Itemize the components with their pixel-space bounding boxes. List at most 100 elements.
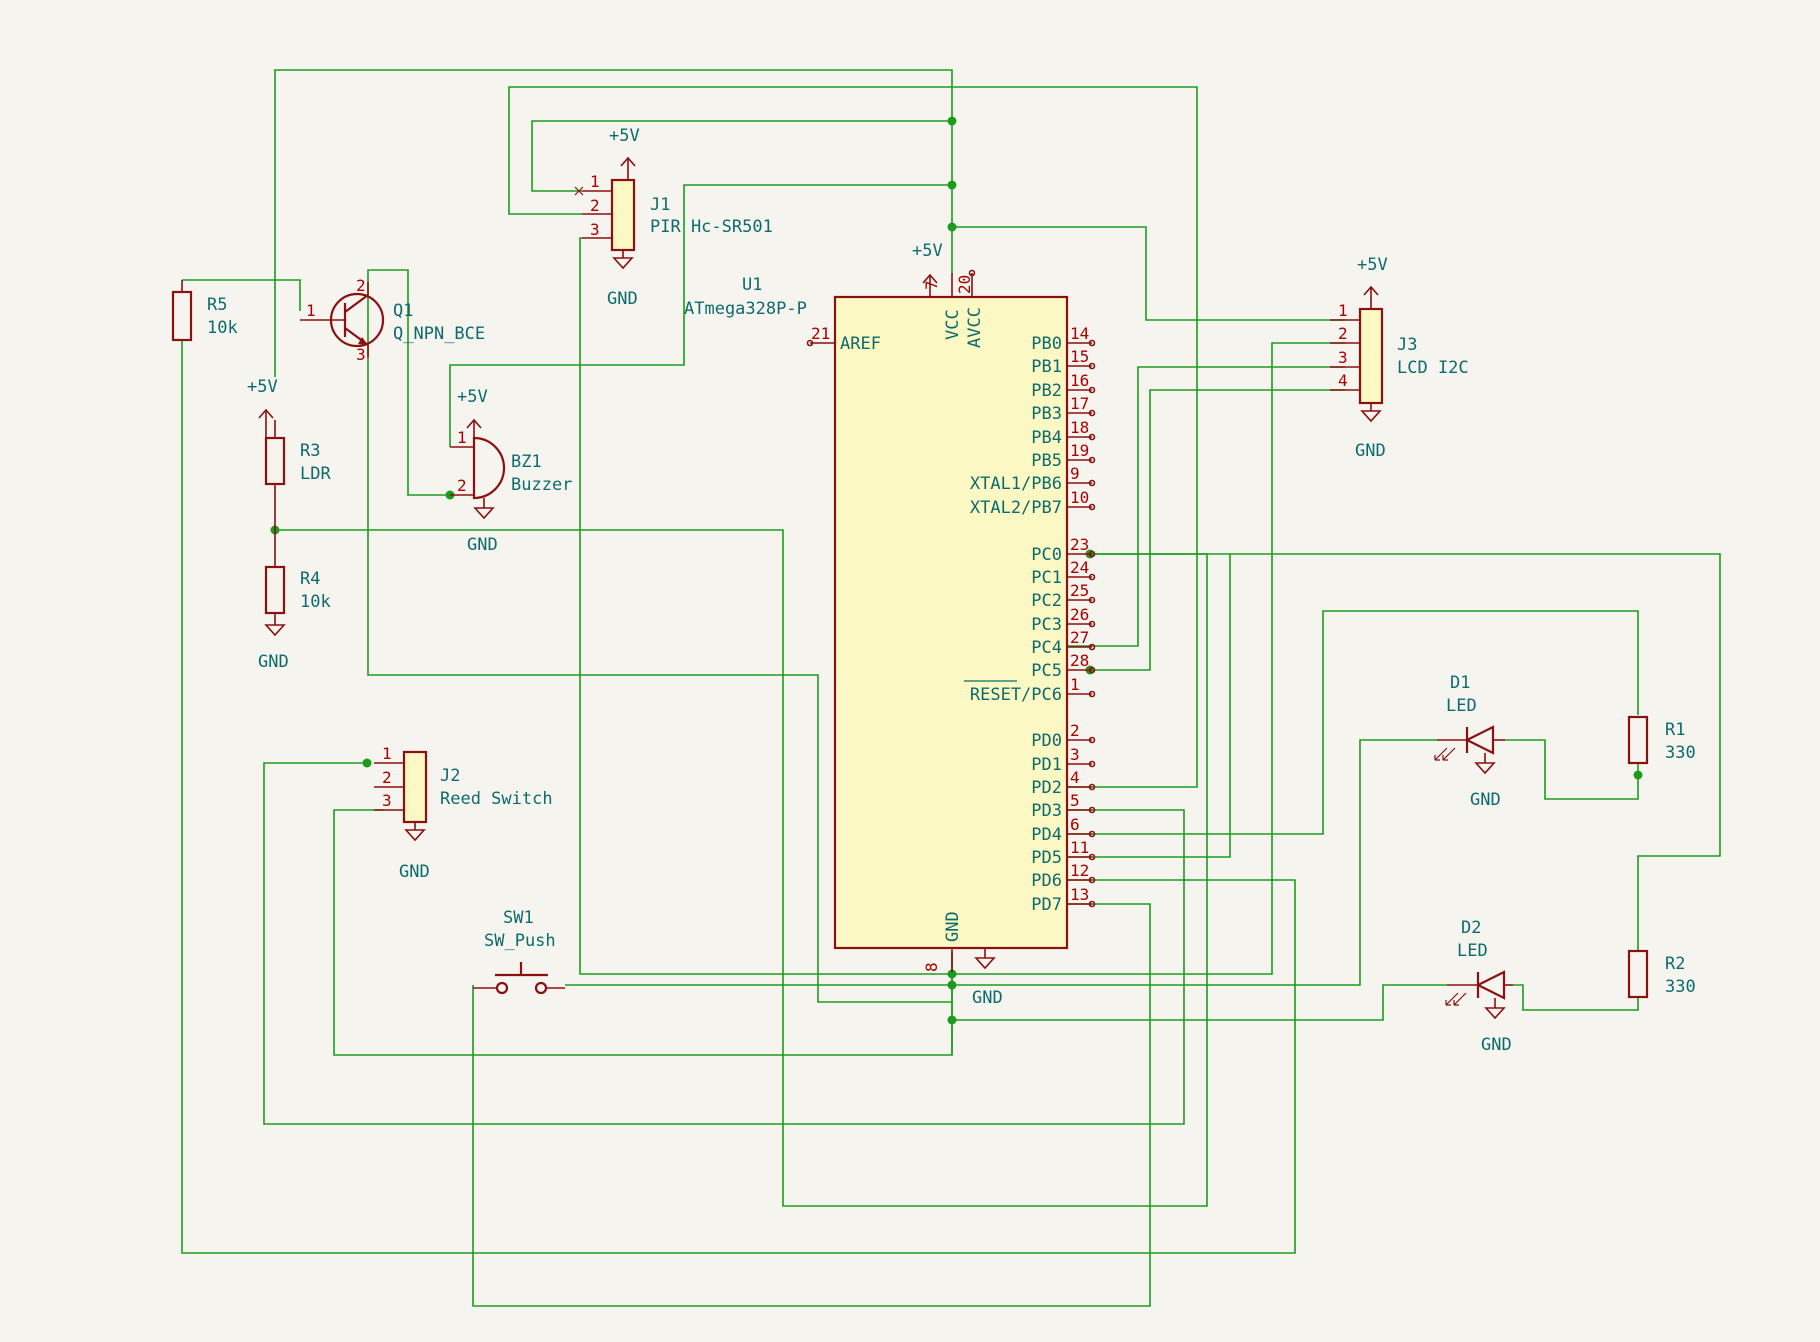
u1-pin-num: 13 xyxy=(1070,885,1089,904)
sw1-contact xyxy=(534,981,548,995)
u1-pin-name: XTAL2/PB7 xyxy=(970,498,1062,518)
j2-ref: J2 xyxy=(440,766,460,786)
d1-led[interactable]: D1 LED xyxy=(1434,673,1505,761)
u1-pin-num: 26 xyxy=(1070,605,1089,624)
d1-ref: D1 xyxy=(1450,673,1470,693)
gnd-label: GND xyxy=(467,535,498,555)
u1-atmega328p[interactable]: U1 ATmega328P-P 21 AREF 7 20 VCC AVCC 8 … xyxy=(684,269,1096,973)
bz1-buzzer[interactable]: 1 2 BZ1 Buzzer xyxy=(450,428,572,500)
r4-resistor[interactable]: R4 10k xyxy=(264,530,331,625)
r1-ref: R1 xyxy=(1665,720,1685,740)
u1-pin-end xyxy=(1088,876,1096,884)
u1-pin-num: 16 xyxy=(1070,371,1089,390)
gnd-j2: GND xyxy=(399,822,430,882)
junction-dot xyxy=(947,116,957,126)
junction-dot xyxy=(362,758,372,768)
q1-ref: Q1 xyxy=(393,301,413,321)
u1-pin-name: PD7 xyxy=(1031,895,1062,915)
power-arrow-icon xyxy=(922,273,938,297)
power-label: +5V xyxy=(1357,255,1388,275)
u1-pin-name: PD0 xyxy=(1031,731,1062,751)
gnd-label: GND xyxy=(607,289,638,309)
u1-pin-num: 9 xyxy=(1070,464,1080,483)
u1-pin-end xyxy=(1088,479,1096,487)
u1-pin-name: PD5 xyxy=(1031,848,1062,868)
r2-resistor[interactable]: R2 330 xyxy=(1627,949,1696,999)
pin-num: 20 xyxy=(955,275,974,294)
wire xyxy=(1090,553,1721,950)
pin-num: 3 xyxy=(590,220,600,239)
u1-pin-name: PC5 xyxy=(1031,661,1062,681)
r4-ref: R4 xyxy=(300,569,320,589)
d2-body xyxy=(1475,970,1506,1000)
u1-pin-end xyxy=(1088,900,1096,908)
junction-dot xyxy=(947,222,957,232)
power-label: +5V xyxy=(912,241,943,261)
ground-icon xyxy=(974,957,996,970)
j1-body xyxy=(610,178,636,252)
u1-pin-end xyxy=(1088,433,1096,441)
pin-num: 2 xyxy=(356,276,366,295)
power-arrow-icon xyxy=(258,408,274,438)
u1-pin-name: PD6 xyxy=(1031,871,1062,891)
q1-npn-transistor[interactable]: 1 2 3 Q1 Q_NPN_BCE xyxy=(300,276,485,364)
u1-pin-end xyxy=(1088,853,1096,861)
j2-reed-connector[interactable]: 1 2 3 J2 Reed Switch xyxy=(374,744,553,824)
gnd-d1: GND xyxy=(1470,753,1501,810)
u1-pin-name: XTAL1/PB6 xyxy=(970,474,1062,494)
r1-body xyxy=(1627,715,1649,765)
pin-num: 7 xyxy=(922,280,941,290)
j3-value: LCD I2C xyxy=(1397,358,1469,378)
power-5v-r3: +5V xyxy=(247,377,278,438)
j1-ref: J1 xyxy=(650,195,670,215)
pin-name-avcc: AVCC xyxy=(965,307,985,348)
j1-pir-connector[interactable]: 1 2 3 J1 PIR Hc-SR501 xyxy=(574,172,773,252)
u1-pin-end xyxy=(1088,736,1096,744)
ground-icon xyxy=(1474,753,1496,775)
pin-num: 3 xyxy=(382,791,392,810)
u1-pin-end xyxy=(1088,620,1096,628)
sw1-pushbutton[interactable]: SW1 SW_Push xyxy=(473,908,565,995)
wire xyxy=(472,903,1151,1307)
d1-body xyxy=(1464,725,1495,755)
wire xyxy=(181,340,1296,1254)
wire xyxy=(952,739,1437,986)
wire xyxy=(1090,389,1345,671)
u1-pin-num: 19 xyxy=(1070,441,1089,460)
r4-body xyxy=(264,565,286,615)
wire xyxy=(1067,554,1231,858)
r5-resistor[interactable]: R5 10k xyxy=(171,280,238,342)
pin-num: 2 xyxy=(382,768,392,787)
j3-lcd-connector[interactable]: 1 2 3 4 J3 LCD I2C xyxy=(1330,301,1469,405)
junction-dot xyxy=(947,180,957,190)
u1-pin-name: PC4 xyxy=(1031,638,1062,658)
u1-pin-end xyxy=(1088,550,1096,558)
u1-pin-name: PB1 xyxy=(1031,357,1062,377)
r3-ldr[interactable]: R3 LDR xyxy=(264,420,331,530)
r4-value: 10k xyxy=(300,592,331,612)
wire xyxy=(1067,610,1639,835)
u1-pin-name: PC3 xyxy=(1031,615,1062,635)
q1-value: Q_NPN_BCE xyxy=(393,324,485,344)
power-label: +5V xyxy=(609,126,640,146)
u1-pin-name: PD1 xyxy=(1031,755,1062,775)
u1-pin-num: 28 xyxy=(1070,651,1089,670)
u1-pin-end xyxy=(1088,806,1096,814)
power-arrow-icon xyxy=(620,156,636,180)
wire xyxy=(952,984,1447,1021)
d2-led[interactable]: D2 LED xyxy=(1445,918,1513,1006)
gnd-label: GND xyxy=(1355,441,1386,461)
pin-num: 4 xyxy=(1338,371,1348,390)
u1-body xyxy=(833,295,1069,950)
r1-resistor[interactable]: R1 330 xyxy=(1627,715,1696,765)
wire xyxy=(508,86,1198,788)
u1-pin-name: PC1 xyxy=(1031,568,1062,588)
wire xyxy=(579,237,1345,975)
u1-pin-num: 1 xyxy=(1070,675,1080,694)
gnd-label: GND xyxy=(1470,790,1501,810)
j2-body xyxy=(402,750,428,824)
gnd-j3: GND xyxy=(1355,403,1386,461)
u1-pin-end xyxy=(1088,573,1096,581)
u1-pin-num: 10 xyxy=(1070,488,1089,507)
d2-ref: D2 xyxy=(1461,918,1481,938)
